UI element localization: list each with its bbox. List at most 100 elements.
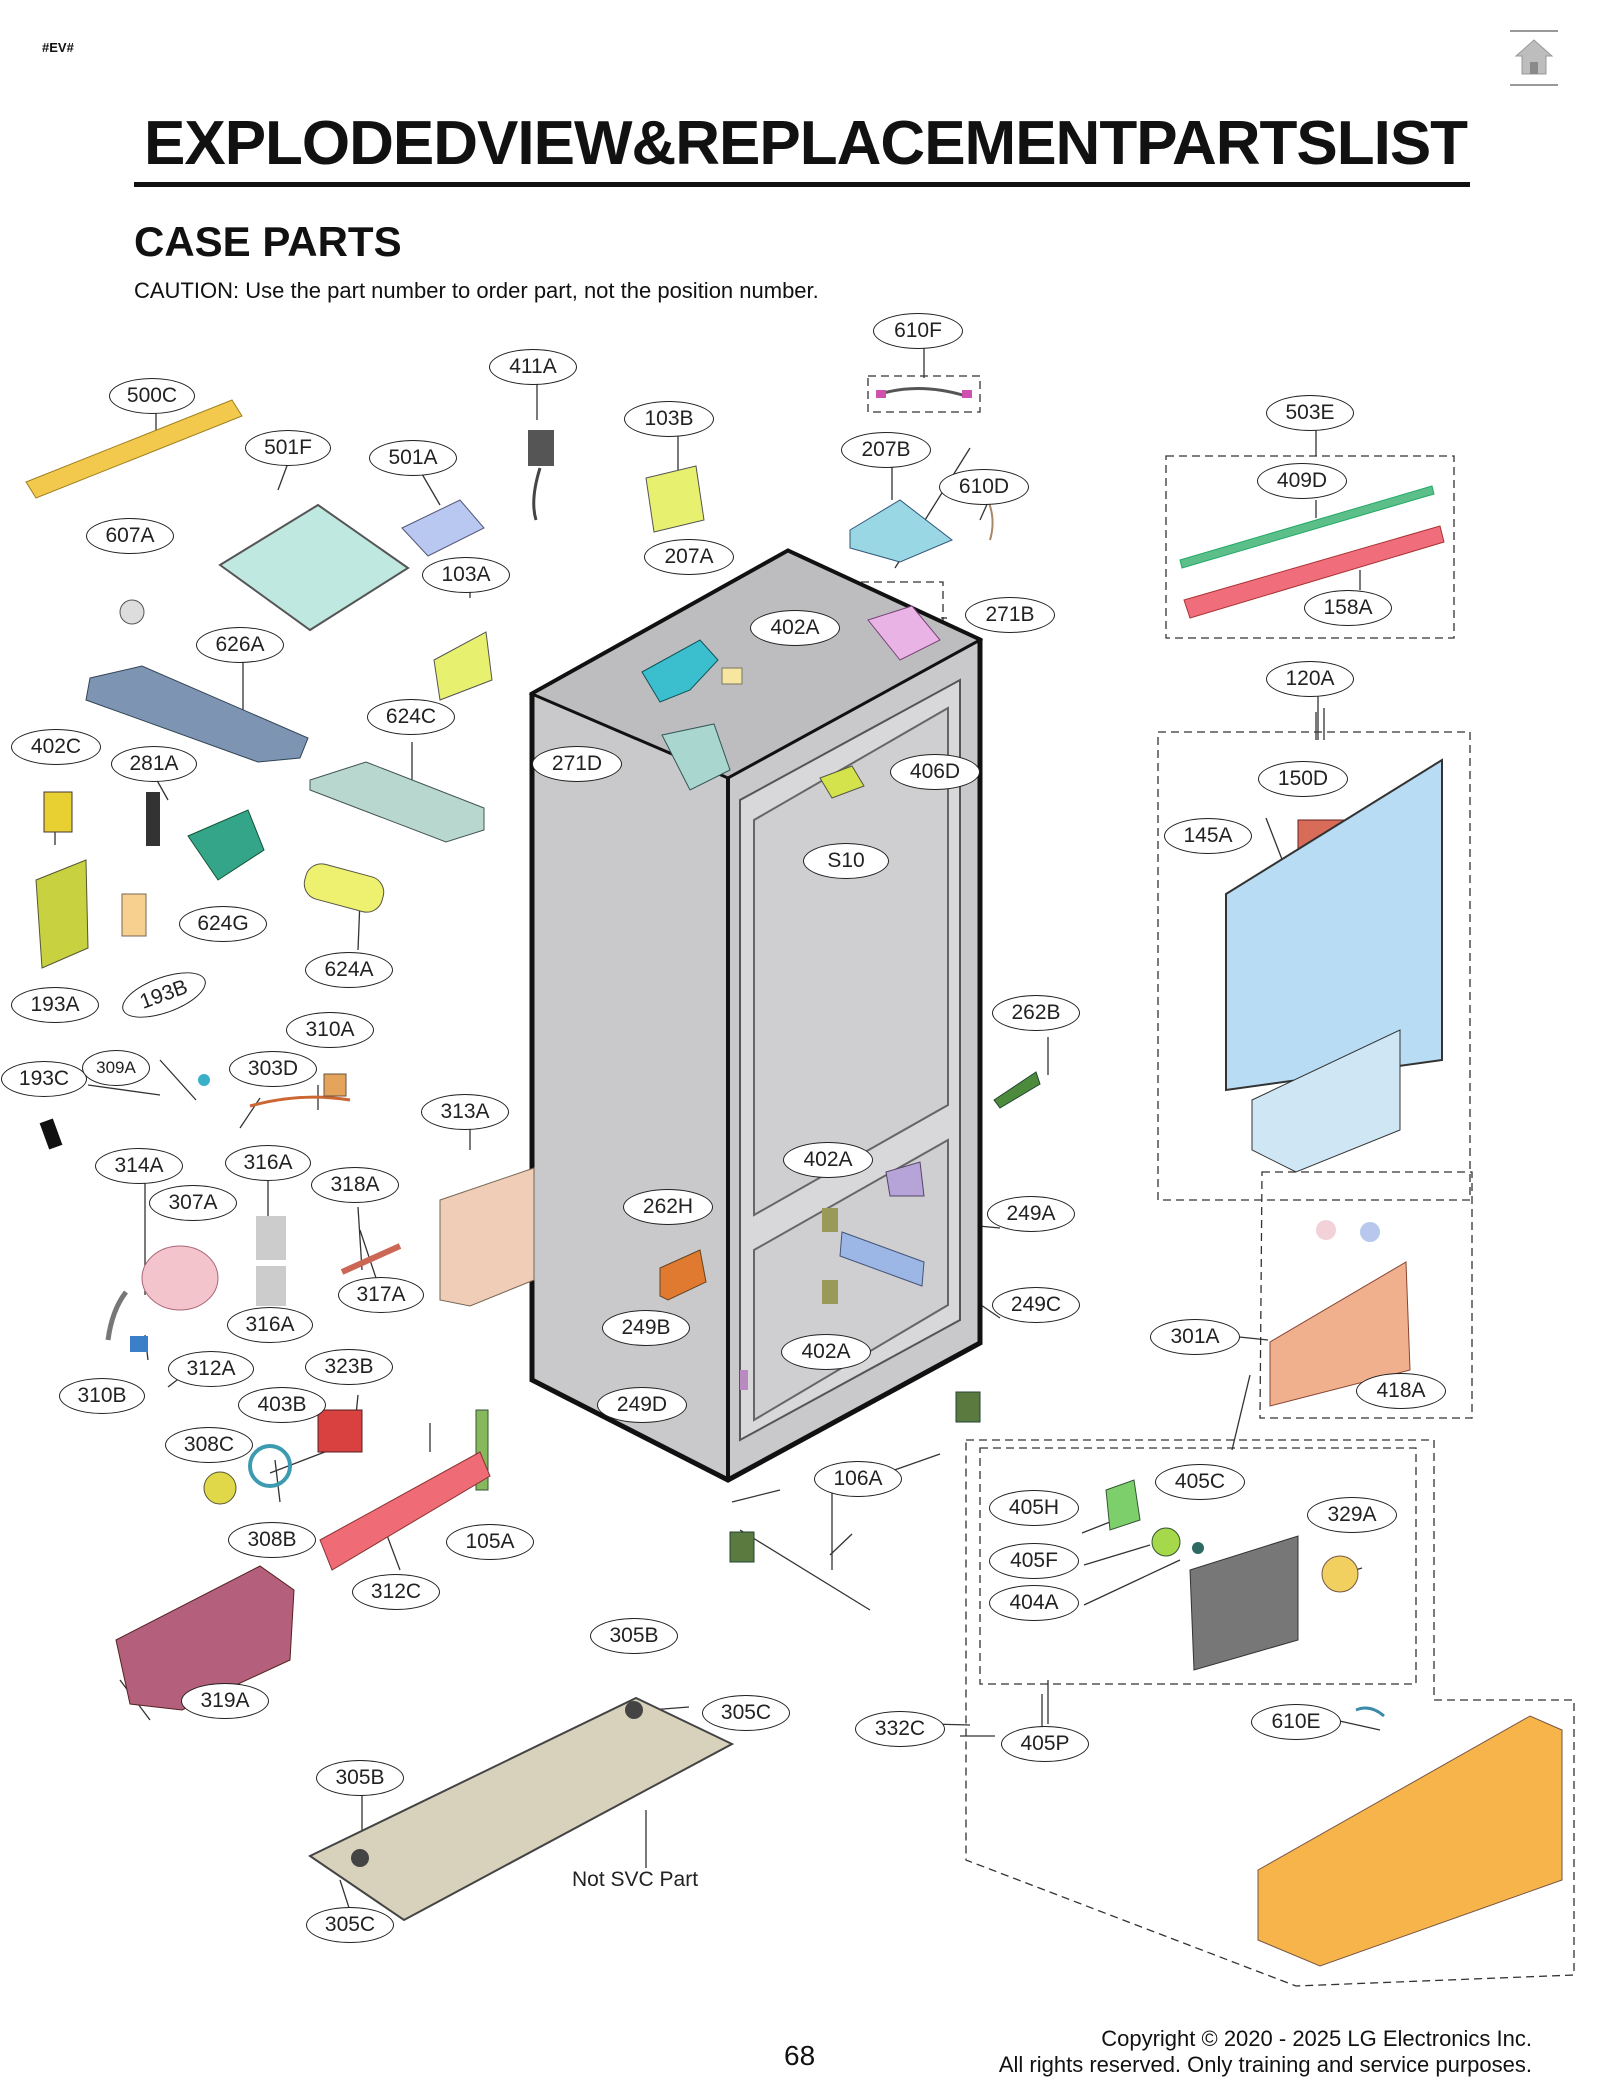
title-divider [134, 182, 1470, 187]
part-301A [1269, 1261, 1411, 1407]
copyright-line-1: Copyright © 2020 - 2025 LG Electronics I… [1101, 2026, 1532, 2051]
part-405F [1151, 1527, 1181, 1557]
callout-409D: 409D [1257, 463, 1347, 499]
callout-313A: 313A [421, 1094, 509, 1130]
part-base-plate [308, 1696, 735, 1922]
callout-624G: 624G [179, 906, 267, 942]
part-305B-top [625, 1701, 643, 1719]
callout-500C: 500C [109, 378, 195, 414]
callout-316A-top: 316A [225, 1145, 311, 1181]
part-262H [659, 1249, 707, 1301]
part-501A [401, 499, 485, 557]
part-409D [1179, 485, 1435, 569]
part-106A-top [955, 1391, 981, 1423]
part-207B [849, 499, 953, 563]
callout-314A: 314A [95, 1148, 183, 1184]
part-207A [641, 639, 719, 703]
part-312C [319, 1451, 491, 1571]
caution-text: CAUTION: Use the part number to order pa… [134, 278, 819, 303]
callout-305B-top: 305B [590, 1618, 678, 1654]
callout-610E: 610E [1251, 1704, 1341, 1740]
part-411A [528, 430, 554, 521]
callout-305C-top: 305C [702, 1695, 790, 1731]
part-319A [115, 1565, 295, 1711]
callout-305B-bot: 305B [316, 1760, 404, 1796]
part-308C [203, 1471, 237, 1505]
callout-411A: 411A [489, 349, 577, 385]
part-193B [121, 893, 147, 937]
part-329A [1321, 1555, 1359, 1593]
callout-308C: 308C [165, 1427, 253, 1463]
callout-624C: 624C [367, 699, 455, 735]
part-103B [645, 465, 705, 533]
callout-150D: 150D [1258, 761, 1348, 797]
callout-105A: 105A [446, 1524, 534, 1560]
part-318A [340, 1243, 402, 1275]
part-310A [323, 1073, 347, 1097]
part-402C [43, 791, 73, 833]
callout-301A: 301A [1150, 1319, 1240, 1355]
callout-193A: 193A [11, 987, 99, 1023]
part-402A-bot [822, 1280, 838, 1304]
callout-626A: 626A [196, 627, 284, 663]
part-500C [25, 399, 243, 499]
callout-308B: 308B [228, 1522, 316, 1558]
part-316A [256, 1216, 286, 1306]
callout-402A-mid: 402A [783, 1142, 873, 1178]
callout-332C: 332C [855, 1711, 945, 1747]
callout-318A: 318A [311, 1167, 399, 1203]
callout-312A: 312A [168, 1351, 254, 1387]
part-610E [1355, 1706, 1385, 1718]
callout-271D: 271D [532, 746, 622, 782]
part-610F [876, 387, 972, 398]
part-262B [993, 1071, 1041, 1109]
callout-120A: 120A [1266, 661, 1354, 697]
part-158A [1183, 525, 1445, 619]
callout-207B: 207B [841, 432, 931, 468]
part-624C [309, 761, 485, 843]
callout-271B: 271B [965, 597, 1055, 633]
callout-193C: 193C [1, 1061, 87, 1097]
callout-262B: 262B [992, 995, 1080, 1031]
part-323B [317, 1409, 363, 1453]
callout-329A: 329A [1307, 1497, 1397, 1533]
part-313A [439, 1167, 535, 1307]
part-305B-bot [351, 1849, 369, 1867]
callout-501A: 501A [369, 440, 457, 476]
part-103A [433, 631, 493, 701]
callout-402A-bot: 402A [781, 1334, 871, 1370]
part-249C [839, 1231, 925, 1287]
part-303D [249, 1095, 351, 1108]
part-332C [1257, 1715, 1563, 1967]
part-405C [1192, 1542, 1204, 1554]
callout-106A: 106A [814, 1461, 902, 1497]
callout-624A: 624A [305, 952, 393, 988]
callout-503E: 503E [1266, 395, 1354, 431]
part-406D [819, 765, 865, 799]
callout-207A: 207A [644, 539, 734, 575]
callout-404A: 404A [989, 1585, 1079, 1621]
part-312A [130, 1336, 148, 1352]
part-610D [987, 499, 994, 541]
callout-607A: 607A [86, 518, 174, 554]
part-402A-mid [822, 1208, 838, 1232]
callout-103A: 103A [422, 557, 510, 593]
callout-406D: 406D [890, 754, 980, 790]
callout-610D: 610D [939, 469, 1029, 505]
home-button[interactable] [1510, 30, 1558, 86]
callout-402C: 402C [11, 729, 101, 765]
callout-418A: 418A [1356, 1373, 1446, 1409]
part-418A [1316, 1220, 1380, 1242]
part-249D [740, 1370, 748, 1390]
copyright: Copyright © 2020 - 2025 LG Electronics I… [999, 2026, 1532, 2078]
callout-403B: 403B [238, 1387, 326, 1423]
part-281A [146, 792, 160, 846]
callout-610F: 610F [873, 313, 963, 349]
copyright-line-2: All rights reserved. Only training and s… [998, 2052, 1532, 2077]
home-icon [1514, 39, 1554, 75]
callout-405C: 405C [1155, 1464, 1245, 1500]
part-404A [1189, 1535, 1299, 1671]
callout-405H: 405H [989, 1490, 1079, 1526]
callout-S10: S10 [803, 843, 889, 879]
